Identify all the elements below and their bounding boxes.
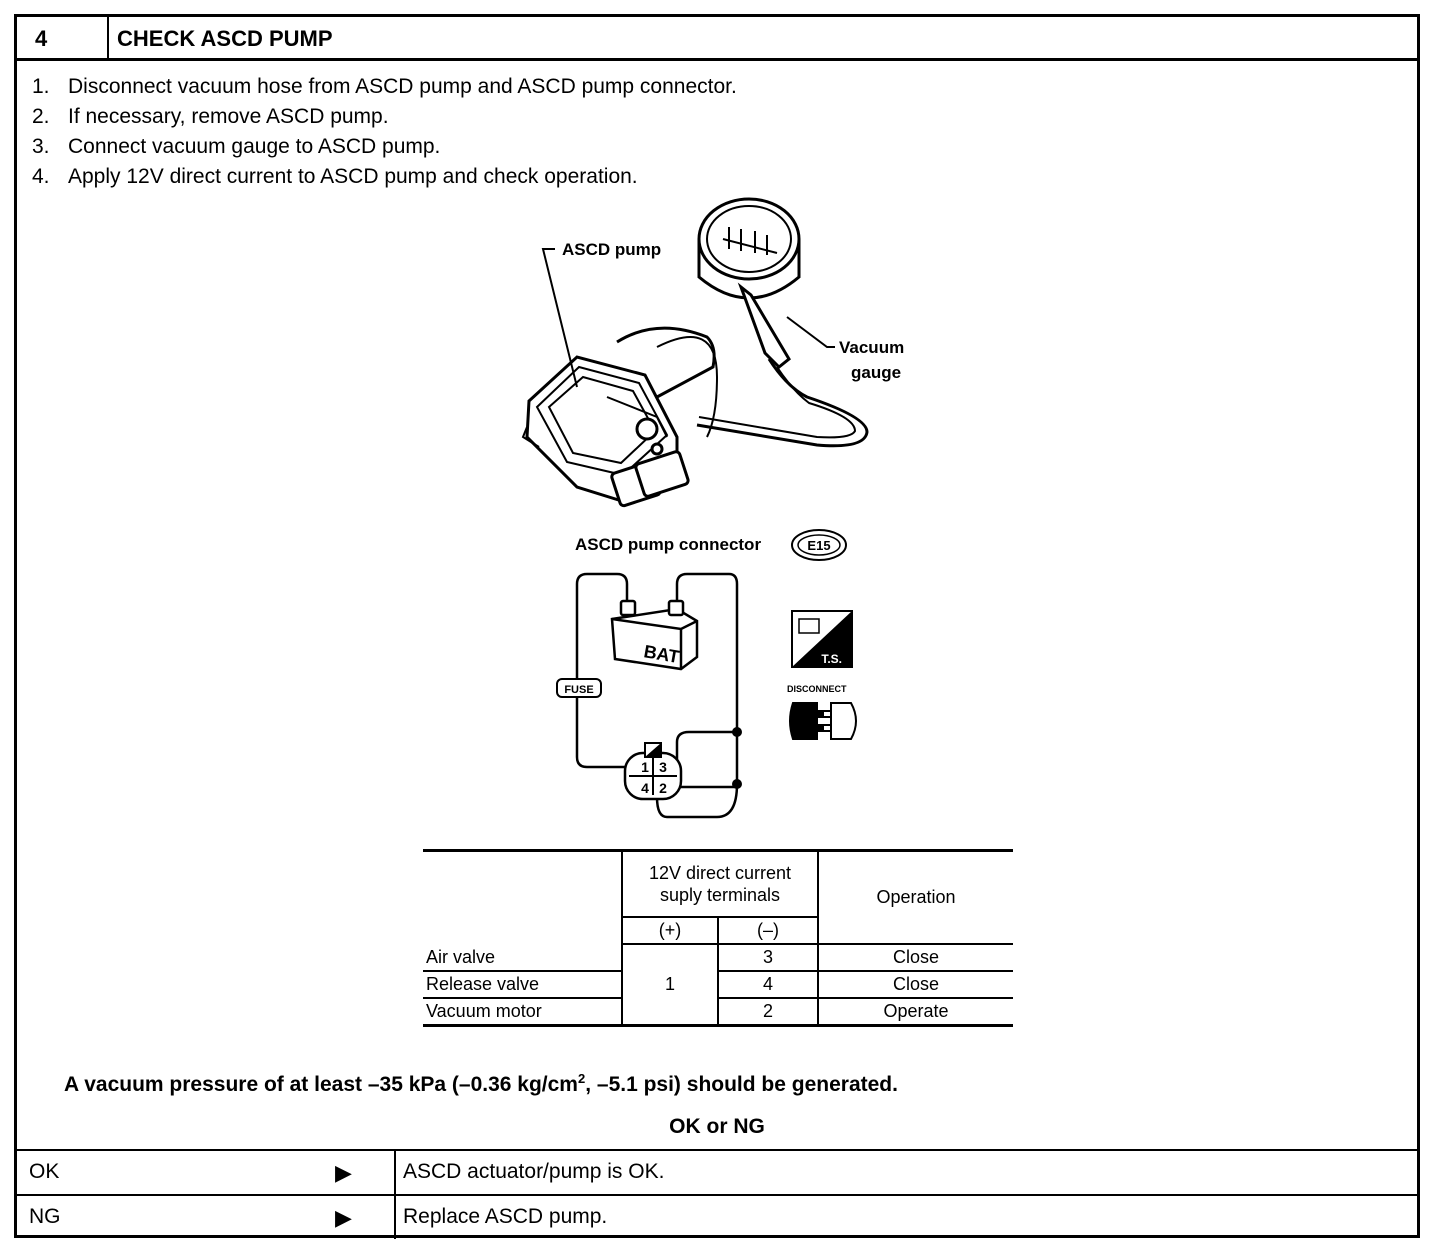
terminal-1: 1 (641, 759, 649, 775)
disconnect-label: DISCONNECT (787, 684, 847, 694)
row-item: Air valve (423, 944, 623, 972)
ok-or-ng-label: OK or NG (669, 1115, 765, 1138)
plus-header: (+) (621, 917, 719, 945)
instruction-list: 1. Disconnect vacuum hose from ASCD pump … (32, 72, 737, 192)
operation-header: Operation (818, 849, 1013, 945)
header-divider (107, 17, 109, 58)
result-row-ng: NG ▶ Replace ASCD pump. (17, 1194, 1417, 1239)
fuse-icon (556, 678, 602, 698)
gauge-label-line2: gauge (851, 363, 901, 382)
plus-terminal-value: 1 (622, 944, 719, 1027)
connector-code: E15 (807, 538, 830, 553)
ascd-pump-icon (521, 326, 719, 508)
minus-header: (–) (718, 917, 819, 945)
row-minus: 3 (718, 944, 819, 972)
instruction-number: 1. (32, 75, 50, 98)
row-operation: Close (818, 944, 1013, 972)
table-row: Release valve 4 Close (423, 971, 1013, 999)
vacuum-gauge-icon (696, 197, 869, 448)
terminal-connector-icon (623, 742, 683, 801)
row-operation: Operate (818, 998, 1013, 1027)
result-key: NG (29, 1205, 61, 1228)
wiring-diagram (575, 572, 739, 819)
terminal-2: 2 (659, 780, 667, 796)
result-row-ok: OK ▶ ASCD actuator/pump is OK. (17, 1149, 1417, 1194)
terminal-4: 4 (641, 780, 649, 796)
row-operation: Close (818, 971, 1013, 999)
arrow-right-icon: ▶ (335, 1160, 352, 1185)
vacuum-requirement-note: A vacuum pressure of at least –35 kPa (–… (64, 1071, 898, 1097)
instruction-text: Apply 12V direct current to ASCD pump an… (68, 165, 638, 188)
wire-junction (732, 727, 742, 737)
terminal-spec-table: 12V direct current suply terminals Opera… (423, 849, 1013, 1027)
instruction-item: 4. Apply 12V direct current to ASCD pump … (32, 162, 737, 192)
pump-illustration: ASCD pump Vacuum gauge ASCD pump connect… (521, 197, 904, 819)
instruction-number: 3. (32, 135, 50, 158)
note-suffix: , –5.1 psi) should be generated. (585, 1073, 898, 1096)
instruction-text: Connect vacuum gauge to ASCD pump. (68, 135, 441, 158)
result-divider (394, 1151, 396, 1194)
table-corner (423, 849, 622, 944)
instruction-item: 3. Connect vacuum gauge to ASCD pump. (32, 132, 737, 162)
instruction-item: 2. If necessary, remove ASCD pump. (32, 102, 737, 132)
step-number: 4 (35, 26, 48, 51)
row-item: Vacuum motor (423, 998, 623, 1027)
instruction-item: 1. Disconnect vacuum hose from ASCD pump … (32, 72, 737, 102)
note-prefix: A vacuum pressure of at least –35 kPa (–… (64, 1073, 578, 1096)
result-divider (394, 1196, 396, 1239)
step-header: 4 CHECK ASCD PUMP (17, 17, 1417, 61)
note-superscript: 2 (577, 1071, 586, 1086)
pump-label: ASCD pump (562, 240, 661, 259)
battery-icon (610, 599, 699, 671)
instruction-text: If necessary, remove ASCD pump. (68, 105, 389, 128)
disconnect-icon (789, 702, 857, 740)
result-text: Replace ASCD pump. (403, 1205, 608, 1228)
row-minus: 4 (718, 971, 819, 999)
row-minus: 2 (718, 998, 819, 1027)
inspection-frame: 4 CHECK ASCD PUMP 1. Disconnect vacuum ho… (14, 14, 1420, 1239)
gauge-label-line1: Vacuum (839, 338, 904, 357)
terminal-3: 3 (659, 759, 667, 775)
arrow-right-icon: ▶ (335, 1205, 352, 1230)
instruction-text: Disconnect vacuum hose from ASCD pump an… (68, 75, 737, 98)
pump-leader-line (541, 248, 578, 388)
instruction-number: 2. (32, 105, 50, 128)
ts-symbol-icon (791, 610, 853, 668)
gauge-leader-line (786, 316, 835, 348)
instruction-number: 4. (32, 165, 50, 188)
wire-junction (732, 779, 742, 789)
step-title: CHECK ASCD PUMP (117, 26, 333, 51)
ts-label: T.S. (821, 652, 842, 666)
supply-header-line2: suply terminals (659, 885, 781, 905)
supply-terminals-header: 12V direct current suply terminals (621, 849, 819, 918)
result-text: ASCD actuator/pump is OK. (403, 1160, 665, 1183)
result-key: OK (29, 1160, 60, 1183)
connector-label: ASCD pump connector (575, 535, 761, 554)
table-row: Air valve 1 3 Close (423, 944, 1013, 1027)
supply-header-line1: 12V direct current (648, 863, 792, 883)
fuse-label: FUSE (564, 684, 593, 696)
row-item: Release valve (423, 971, 623, 999)
table-row: Vacuum motor 2 Operate (423, 998, 1013, 1027)
